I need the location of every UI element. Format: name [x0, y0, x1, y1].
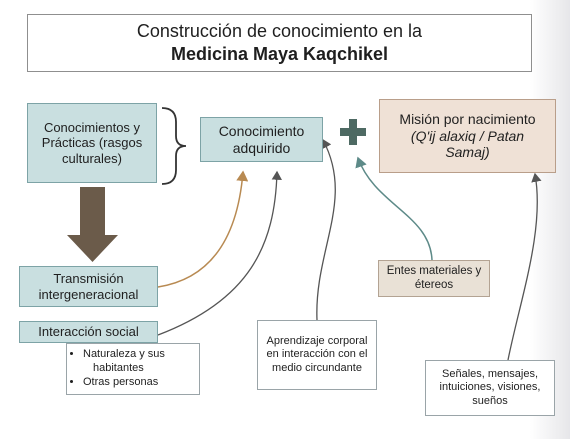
arrow-transmision: [157, 170, 249, 288]
title-line-1: Construcción de conocimiento en la: [136, 21, 423, 41]
title-line-2: Medicina Maya Kaqchikel: [170, 44, 389, 64]
arrow-senales: [507, 172, 542, 361]
interaccion-social-label: Interacción social: [38, 324, 139, 340]
aprendizaje-box: Aprendizaje corporal en interacción con …: [257, 320, 377, 390]
conocimiento-adquirido-label: Conocimiento adquirido: [218, 122, 305, 156]
plus-icon: [338, 117, 368, 147]
conocimientos-practicas-label: Conocimientos y Prácticas (rasgos cultur…: [41, 119, 143, 166]
curly-brace: [161, 107, 187, 185]
mision-box: Misión por nacimiento (Q'ij alaxiq / Pat…: [379, 99, 556, 173]
mision-sublabel: (Q'ij alaxiq / Patan Samaj): [410, 127, 525, 161]
transmision-label: Transmisión intergeneracional: [38, 270, 139, 302]
aprendizaje-label: Aprendizaje corporal en interacción con …: [266, 335, 368, 374]
arrow-entes: [355, 156, 433, 261]
senales-label: Señales, mensajes, intuiciones, visiones…: [439, 368, 541, 407]
conocimientos-practicas-box: Conocimientos y Prácticas (rasgos cultur…: [27, 103, 157, 183]
entes-label: Entes materiales y étereos: [386, 264, 482, 291]
transmision-box: Transmisión intergeneracional: [19, 266, 158, 307]
mision-label: Misión por nacimiento: [399, 110, 536, 127]
list-item: Otras personas: [83, 375, 199, 389]
interaccion-social-box: Interacción social: [19, 321, 158, 343]
diagram-title: Construcción de conocimiento en la Medic…: [27, 14, 532, 72]
senales-box: Señales, mensajes, intuiciones, visiones…: [425, 360, 555, 416]
entes-box: Entes materiales y étereos: [378, 260, 490, 297]
arrow-interaccion: [157, 170, 282, 336]
conocimiento-adquirido-box: Conocimiento adquirido: [200, 117, 323, 162]
arrow-aprendizaje: [316, 138, 336, 321]
down-arrow: [67, 187, 118, 262]
